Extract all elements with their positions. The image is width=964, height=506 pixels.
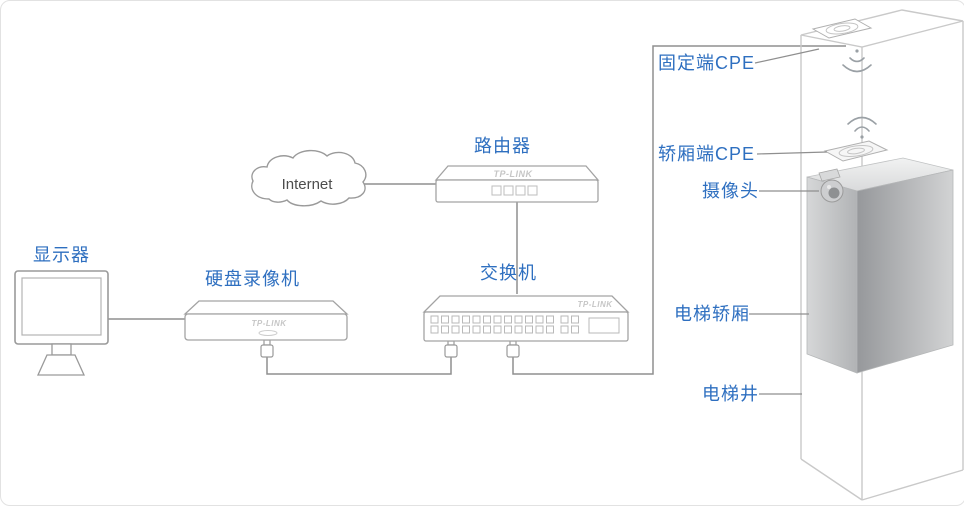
internet-label: Internet	[282, 176, 334, 193]
fixed-cpe-label: 固定端CPE	[658, 53, 756, 73]
car-left-face	[806, 176, 858, 374]
nvr-front-detail	[258, 330, 278, 336]
switch-module-slot	[588, 317, 620, 334]
cable-switch-fixed-cpe	[512, 45, 846, 375]
nvr-brand-logo: TP-LINK	[251, 319, 287, 328]
camera-highlight	[827, 185, 831, 189]
plug-icon-nvr	[260, 339, 274, 358]
cable-nvr-switch	[266, 357, 452, 375]
router-device: TP-LINK	[434, 165, 600, 203]
connection-lines	[108, 45, 846, 375]
router-top-face	[434, 165, 600, 181]
monitor-base	[36, 354, 86, 376]
leader-fixed-cpe	[754, 48, 820, 64]
switch-brand-logo: TP-LINK	[577, 300, 613, 309]
cable-plugs	[260, 339, 520, 358]
nvr-top-face	[183, 300, 349, 315]
internet-cloud: Internet	[251, 149, 367, 207]
camera-mount	[818, 168, 841, 182]
router-ports	[491, 185, 538, 196]
monitor-neck	[51, 343, 72, 356]
monitor-device	[14, 270, 109, 376]
elevator-shaft-label: 电梯井	[702, 384, 759, 404]
car-cpe-label: 轿厢端CPE	[658, 144, 756, 164]
plug-icon-switch-2	[506, 340, 520, 358]
fixed-cpe-wifi-icon	[842, 49, 872, 73]
shaft-bottom-right-edge	[861, 469, 964, 501]
car-cpe-wifi-icon	[847, 116, 877, 139]
switch-label: 交换机	[480, 263, 537, 283]
camera-label: 摄像头	[702, 181, 759, 201]
switch-device: TP-LINK	[422, 295, 630, 342]
monitor-screen	[21, 277, 102, 336]
router-brand-logo: TP-LINK	[494, 169, 534, 179]
switch-top-face	[422, 295, 630, 313]
fixed-cpe-device	[811, 18, 873, 39]
elevator-car-label: 电梯轿厢	[674, 304, 750, 324]
leader-car-cpe	[756, 151, 828, 155]
elevator-shaft-box	[800, 9, 964, 501]
shaft-bottom-left-edge	[800, 458, 863, 501]
car-cpe-device	[823, 140, 889, 162]
cloud-shape	[251, 149, 367, 207]
plug-icon-switch-1	[444, 340, 458, 358]
camera-device	[818, 168, 844, 203]
elevator-car-box	[806, 157, 954, 374]
nvr-device: TP-LINK	[183, 300, 349, 341]
nvr-label: 硬盘录像机	[205, 269, 300, 289]
car-right-face	[856, 169, 954, 374]
router-label: 路由器	[474, 136, 531, 156]
monitor-label: 显示器	[33, 245, 90, 265]
nvr-front-face	[184, 313, 348, 341]
label-leader-lines	[749, 48, 828, 395]
camera-lens	[828, 187, 840, 199]
